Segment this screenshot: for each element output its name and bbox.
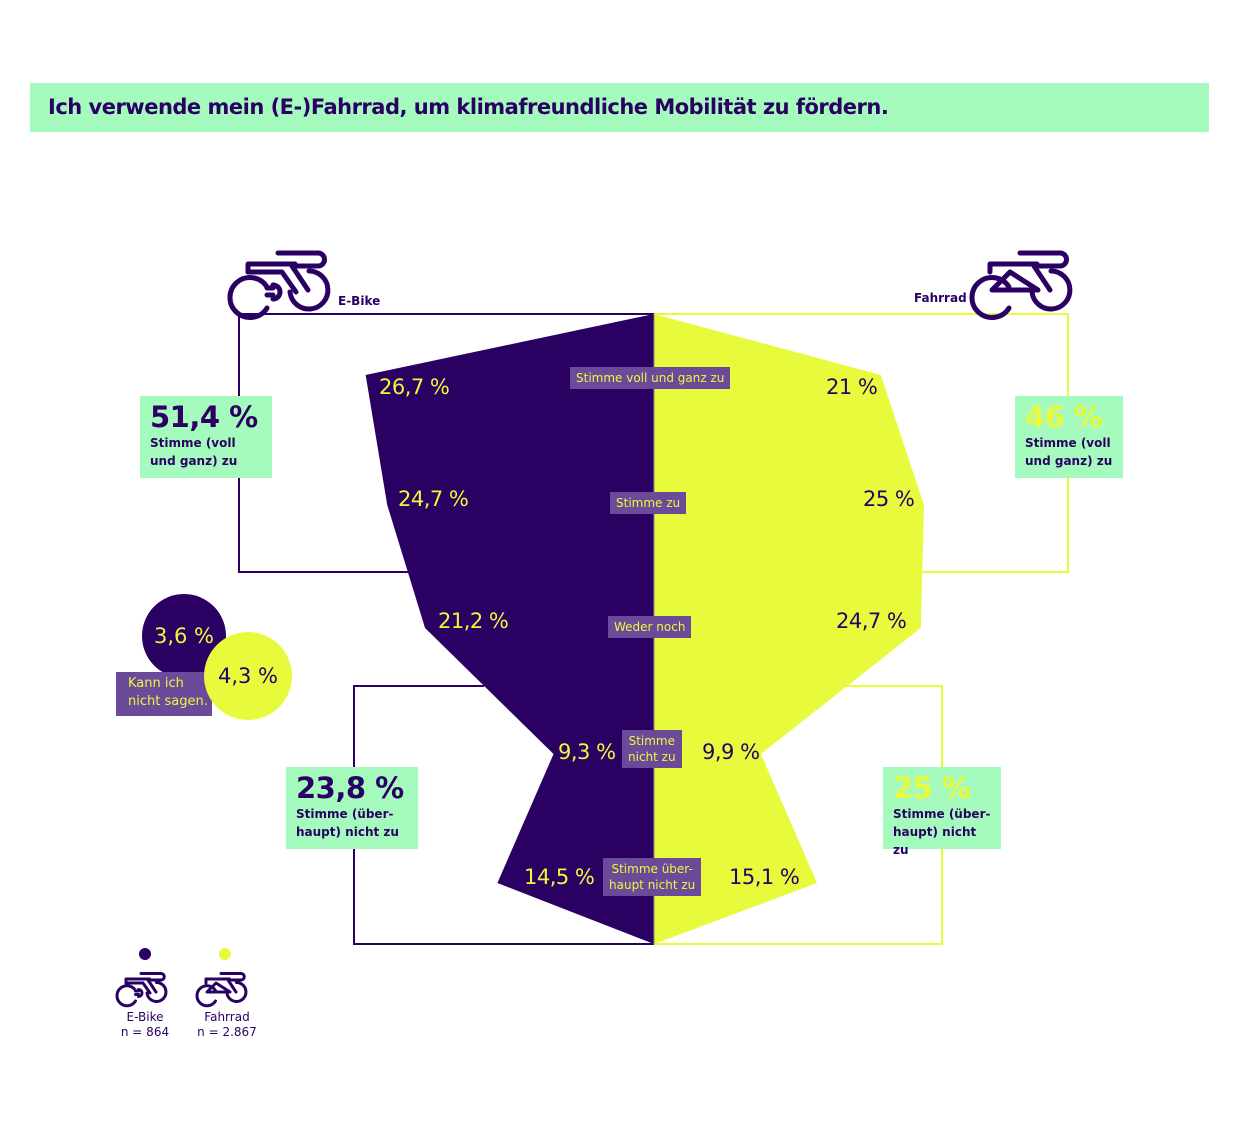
ebike-dont-know-value: 3,6 %: [153, 624, 215, 648]
legend-n: n = 864: [120, 1025, 170, 1039]
fahrrad-area: [654, 314, 924, 944]
summary-text: und ganz) zu: [1025, 454, 1113, 468]
category-text: Stimme zu: [616, 496, 681, 510]
dont-know-text: Kann ich: [128, 676, 184, 691]
summary-value: 23,8 %: [296, 771, 404, 805]
category-label-disagree: Stimme nicht zu: [622, 730, 682, 768]
summary-text: und ganz) zu: [150, 454, 238, 468]
category-text: Stimme voll und ganz zu: [576, 371, 725, 385]
summary-text: haupt) nicht zu: [296, 825, 399, 839]
summary-value: 25 %: [893, 771, 971, 805]
category-label-agree: Stimme zu: [610, 492, 687, 514]
legend-n: n = 2.867: [197, 1025, 257, 1039]
fahrrad-dont-know-circle: 4,3 %: [204, 632, 292, 720]
fahrrad-agree-summary: 46 % Stimme (voll und ganz) zu: [1015, 396, 1123, 478]
ebike-value-label: 26,7 %: [379, 375, 450, 399]
fahrrad-value-label: 15,1 %: [729, 865, 800, 889]
bicycle-icon: [969, 250, 1073, 320]
summary-text: Stimme (über-: [296, 807, 394, 821]
ebike-value-label: 21,2 %: [438, 609, 509, 633]
fahrrad-dont-know-value: 4,3 %: [217, 664, 279, 688]
ebike-area: [365, 314, 654, 944]
ebike-agree-summary: 51,4 % Stimme (voll und ganz) zu: [140, 396, 272, 478]
category-text: haupt nicht zu: [609, 878, 696, 892]
chart-title: Ich verwende mein (E-)Fahrrad, um klimaf…: [48, 95, 889, 119]
category-label-neutral: Weder noch: [608, 616, 692, 638]
category-text: Stimme: [628, 734, 675, 748]
summary-value: 51,4 %: [150, 400, 258, 434]
dont-know-label: Kann ich nicht sagen.: [116, 672, 212, 716]
summary-text: Stimme (voll: [1025, 436, 1111, 450]
legend-fahrrad-dot: [219, 948, 231, 960]
fahrrad-value-label: 9,9 %: [702, 740, 760, 764]
fahrrad-series-label: Fahrrad: [914, 291, 967, 305]
category-text: nicht zu: [628, 750, 676, 764]
summary-text: Stimme (über-: [893, 807, 991, 821]
legend-ebike-icon: [115, 972, 168, 1008]
legend-ebike-dot: [139, 948, 151, 960]
category-text: Stimme über-: [611, 862, 693, 876]
ebike-value-label: 9,3 %: [558, 740, 616, 764]
fahrrad-disagree-summary: 25 % Stimme (über- haupt) nicht zu: [883, 767, 1001, 857]
ebike-series-label: E-Bike: [338, 294, 381, 308]
ebike-value-label: 24,7 %: [398, 487, 469, 511]
summary-value: 46 %: [1025, 400, 1103, 434]
fahrrad-value-label: 25 %: [863, 487, 915, 511]
fahrrad-value-label: 21 %: [826, 375, 878, 399]
ebike-icon: [227, 250, 331, 320]
legend-name: Fahrrad: [204, 1010, 250, 1024]
ebike-value-label: 14,5 %: [524, 865, 595, 889]
fahrrad-value-label: 24,7 %: [836, 609, 907, 633]
legend-name: E-Bike: [126, 1010, 164, 1024]
title-bar: Ich verwende mein (E-)Fahrrad, um klimaf…: [30, 83, 1209, 132]
dont-know-text: nicht sagen.: [128, 694, 208, 709]
legend-bicycle-icon: [195, 972, 248, 1008]
category-label-strongly-agree: Stimme voll und ganz zu: [570, 367, 731, 389]
summary-text: haupt) nicht zu: [893, 825, 977, 857]
category-text: Weder noch: [614, 620, 686, 634]
summary-text: Stimme (voll: [150, 436, 236, 450]
ebike-disagree-summary: 23,8 % Stimme (über- haupt) nicht zu: [286, 767, 418, 849]
category-label-strongly-disagree: Stimme über-haupt nicht zu: [603, 858, 702, 896]
